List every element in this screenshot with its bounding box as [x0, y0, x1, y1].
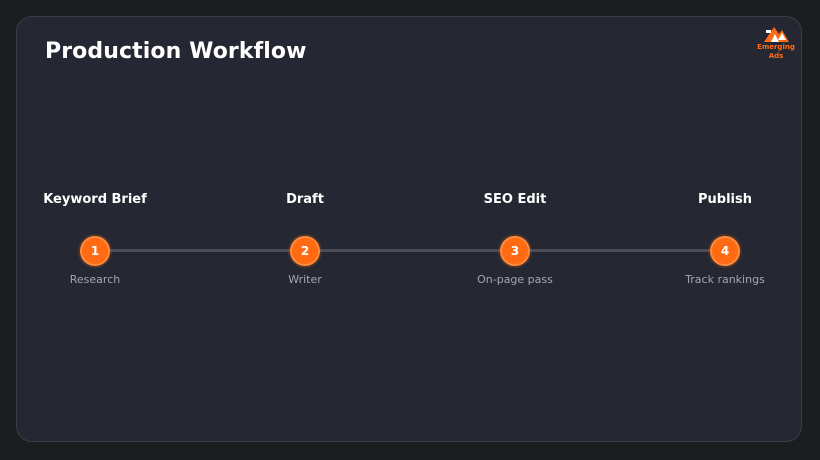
workflow-card: Production Workflow Emerging Ads Keyword… — [16, 16, 802, 442]
step-number-badge: 2 — [290, 236, 320, 266]
step-number-badge: 1 — [80, 236, 110, 266]
step-title: SEO Edit — [483, 192, 547, 207]
step-subtitle: Research — [69, 273, 121, 286]
step-title: Draft — [286, 192, 324, 207]
brand-logo: Emerging Ads — [749, 25, 803, 61]
step-subtitle: Track rankings — [685, 273, 765, 286]
step-number-badge: 4 — [710, 236, 740, 266]
step-subtitle: On-page pass — [477, 273, 553, 286]
step-title: Keyword Brief — [43, 192, 147, 207]
logo-text: Emerging Ads — [757, 43, 795, 60]
step-subtitle: Writer — [288, 273, 322, 286]
page-title: Production Workflow — [45, 39, 307, 64]
mountain-logo-icon — [764, 27, 789, 42]
step-title: Publish — [698, 192, 752, 207]
workflow-connector-line — [95, 249, 726, 252]
step-number-badge: 3 — [500, 236, 530, 266]
